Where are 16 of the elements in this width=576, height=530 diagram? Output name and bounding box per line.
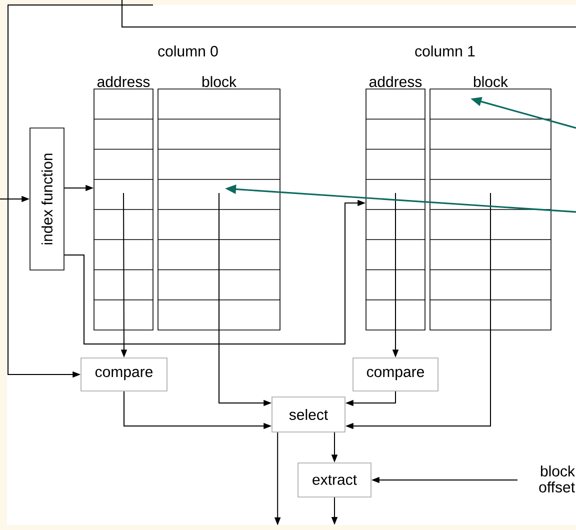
node-label: block <box>474 76 508 88</box>
process-box: select <box>272 396 346 432</box>
function-box: index function <box>30 128 64 270</box>
memory-array: address <box>366 76 426 330</box>
node-label: address <box>369 76 422 88</box>
column-heading: column 0 <box>158 45 218 56</box>
memory-array: block <box>430 76 552 330</box>
process-box: compare <box>80 358 168 392</box>
node-label: block <box>202 76 237 88</box>
memory-array: block <box>158 76 280 330</box>
process-box: compare <box>352 358 438 392</box>
memory-array: address <box>94 76 154 330</box>
input-label: block offset <box>539 465 575 492</box>
column-heading: column 1 <box>415 45 475 56</box>
node-label: address <box>97 76 150 88</box>
process-box: extract <box>298 462 372 498</box>
